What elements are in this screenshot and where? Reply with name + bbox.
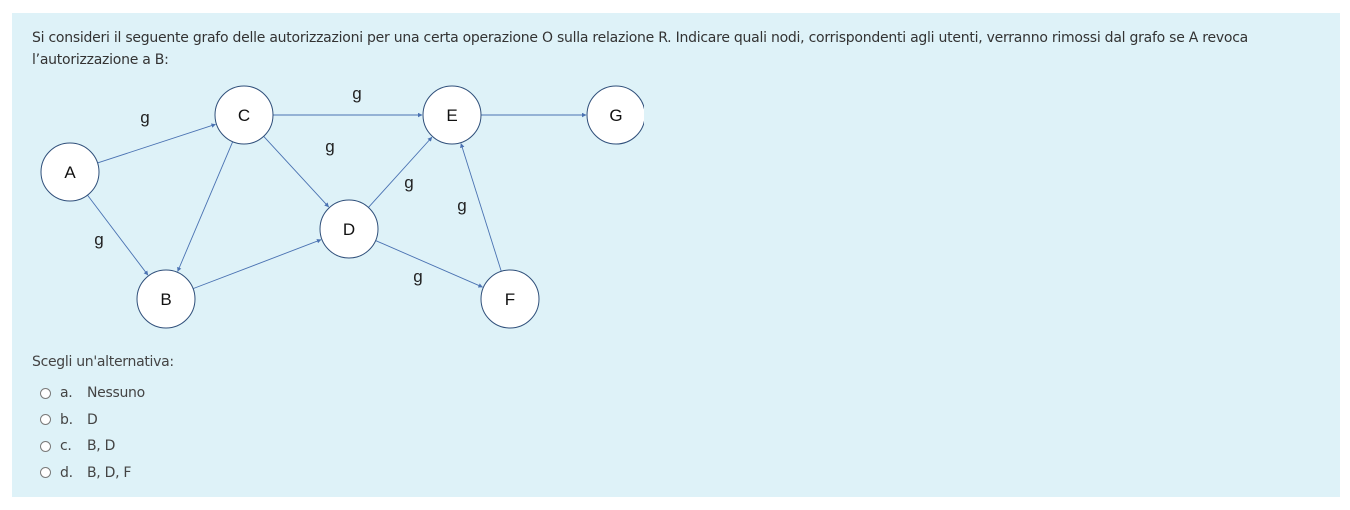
- node-D: D: [319, 199, 379, 259]
- radio-button[interactable]: [40, 387, 51, 399]
- edge-A-C: [97, 123, 216, 164]
- node-circle: [40, 142, 100, 202]
- node-label: B: [160, 290, 171, 309]
- edge-label-A-B: g: [94, 230, 103, 249]
- node-circle: [422, 85, 482, 145]
- option-letter: b.: [60, 411, 73, 428]
- answer-prompt: Scegli un'alternativa:: [32, 354, 174, 370]
- edge-label-C-E: g: [352, 84, 361, 103]
- edge-F-E: [460, 143, 502, 272]
- node-label: E: [446, 106, 457, 125]
- node-B: B: [136, 269, 196, 329]
- radio-button[interactable]: [40, 414, 51, 426]
- node-G: G: [586, 85, 644, 145]
- edge-label-C-D: g: [325, 137, 334, 156]
- radio-button[interactable]: [40, 467, 51, 479]
- option-d[interactable]: d. B, D, F: [40, 460, 145, 487]
- edge-C-D: [263, 136, 330, 208]
- option-c[interactable]: c. B, D: [40, 433, 145, 460]
- question-panel: Si consideri il seguente grafo delle aut…: [12, 13, 1340, 497]
- node-label: D: [343, 220, 355, 239]
- node-circle: [214, 85, 274, 145]
- node-E: E: [422, 85, 482, 145]
- option-b[interactable]: b. D: [40, 407, 145, 434]
- node-A: A: [40, 142, 100, 202]
- question-text: Si consideri il seguente grafo delle aut…: [32, 30, 1248, 68]
- option-letter: a.: [60, 385, 73, 402]
- node-label: C: [238, 106, 250, 125]
- node-label: F: [505, 290, 515, 309]
- edge-A-B: [87, 194, 149, 276]
- edge-B-D: [192, 239, 322, 290]
- option-text: Nessuno: [87, 385, 145, 402]
- node-circle: [480, 269, 540, 329]
- option-text: D: [87, 411, 98, 428]
- node-C: C: [214, 85, 274, 145]
- authorization-graph: g g g g g g g A B C D E F G: [40, 84, 644, 329]
- node-F: F: [480, 269, 540, 329]
- edge-C-B: [177, 141, 234, 272]
- edge-label-D-E: g: [404, 173, 413, 192]
- node-circle: [586, 85, 644, 145]
- radio-button[interactable]: [40, 440, 51, 452]
- edge-D-E: [368, 136, 433, 208]
- node-circle: [136, 269, 196, 329]
- option-letter: c.: [60, 438, 72, 455]
- edge-D-F: [375, 240, 483, 288]
- answer-options: a. Nessuno b. D c. B, D d. B, D, F: [40, 380, 145, 486]
- edge-label-F-E: g: [457, 196, 466, 215]
- node-label: G: [609, 106, 622, 125]
- option-text: B, D, F: [87, 464, 132, 481]
- option-letter: d.: [60, 464, 73, 481]
- node-label: A: [64, 163, 76, 182]
- node-circle: [319, 199, 379, 259]
- option-a[interactable]: a. Nessuno: [40, 380, 145, 407]
- edge-label-D-F: g: [413, 267, 422, 286]
- edge-label-A-C: g: [140, 108, 149, 127]
- option-text: B, D: [87, 438, 116, 455]
